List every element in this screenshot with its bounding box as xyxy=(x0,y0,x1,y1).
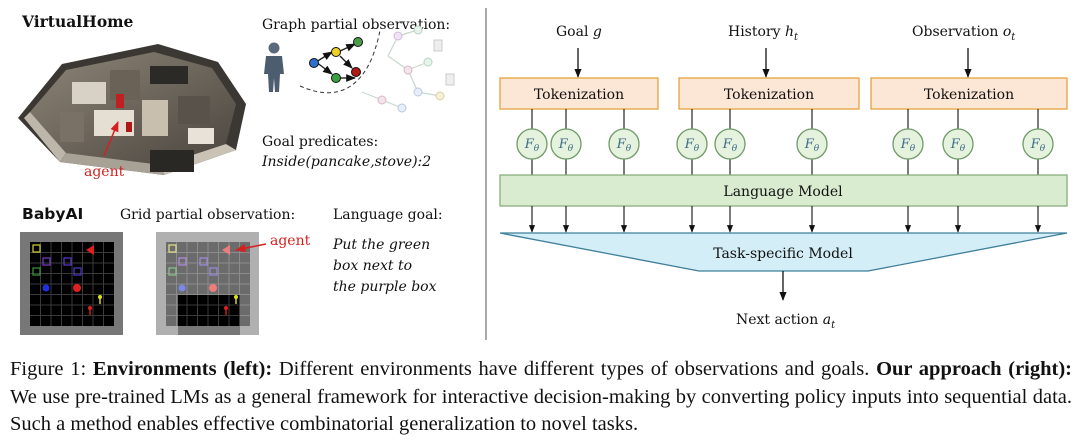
tokenization-box xyxy=(499,77,659,110)
agent-label: agent xyxy=(84,164,125,180)
caption-fig-label: Figure 1: xyxy=(10,358,87,380)
next-action-label: Next action at xyxy=(736,312,836,331)
svg-text:Fθ: Fθ xyxy=(900,137,916,154)
svg-text:Fθ: Fθ xyxy=(1030,137,1046,154)
language-goal-label: Language goal: xyxy=(333,207,443,223)
input-labels: Goal g History ht Observation ot xyxy=(556,24,1016,43)
f-theta-node: Fθ xyxy=(892,128,924,160)
graph-obs-label: Graph partial observation: xyxy=(262,17,450,33)
grid-agent-pointer xyxy=(234,243,267,253)
f-theta-node: Fθ xyxy=(676,128,708,160)
language-goal-line: Put the green xyxy=(332,237,430,253)
svg-text:Fθ: Fθ xyxy=(950,137,966,154)
f-theta-nodes: Fθ Fθ Fθ Fθ Fθ Fθ Fθ Fθ xyxy=(516,128,1054,160)
language-model-label: Language Model xyxy=(723,184,843,200)
tokenization-label: Tokenization xyxy=(534,87,624,103)
svg-text:Fθ: Fθ xyxy=(684,137,700,154)
goal-input-label: Goal g xyxy=(556,24,602,40)
token-connectors xyxy=(531,109,1039,175)
figure-caption: Figure 1: Environments (left): Different… xyxy=(10,356,1072,439)
f-theta-node: Fθ xyxy=(714,128,746,160)
babyai-grid-full xyxy=(20,232,123,335)
caption-envs-text: Different environments have different ty… xyxy=(278,358,870,380)
svg-text:Fθ: Fθ xyxy=(558,137,574,154)
f-theta-node: Fθ xyxy=(796,128,828,160)
scene-graph xyxy=(299,25,455,113)
svg-text:Fθ: Fθ xyxy=(804,137,820,154)
virtualhome-title: VirtualHome xyxy=(21,12,134,31)
svg-text:Fθ: Fθ xyxy=(524,137,540,154)
svg-text:Fθ: Fθ xyxy=(722,137,738,154)
tokenization-box xyxy=(678,77,860,110)
caption-approach-text: We use pre-trained LMs as a general fram… xyxy=(10,385,1072,436)
f-theta-node: Fθ xyxy=(1022,128,1054,160)
tokenization-label: Tokenization xyxy=(724,87,814,103)
f-theta-node: Fθ xyxy=(942,128,974,160)
grid-agent-label: agent xyxy=(270,233,311,249)
grid-obs-label: Grid partial observation: xyxy=(120,207,295,223)
f-theta-node: Fθ xyxy=(516,128,548,160)
caption-envs-bold: Environments (left): xyxy=(92,358,273,380)
language-goal-line: the purple box xyxy=(333,279,437,295)
person-icon xyxy=(264,42,284,92)
lm-output-arrows xyxy=(528,206,1042,233)
task-specific-model-box xyxy=(499,232,1068,272)
tokenization-box xyxy=(870,77,1068,110)
language-goal-text: Put the green box next to the purple box xyxy=(332,237,437,295)
history-input-label: History ht xyxy=(728,24,799,43)
virtualhome-render xyxy=(18,44,246,175)
task-specific-model-label: Task-specific Model xyxy=(713,246,853,262)
svg-text:Fθ: Fθ xyxy=(616,137,632,154)
observation-input-label: Observation ot xyxy=(912,24,1016,43)
language-goal-line: box next to xyxy=(333,258,412,274)
language-model-box xyxy=(499,174,1068,207)
goal-predicates-value: Inside(pancake,stove):2 xyxy=(261,154,431,170)
tokenization-label: Tokenization xyxy=(924,87,1014,103)
agent-pointer xyxy=(103,121,119,157)
babyai-title: BabyAI xyxy=(22,205,83,223)
tokenization-boxes: Tokenization Tokenization Tokenization xyxy=(499,77,1068,110)
caption-approach-bold: Our approach (right): xyxy=(876,358,1073,380)
f-theta-node: Fθ xyxy=(550,128,582,160)
f-theta-node: Fθ xyxy=(608,128,640,160)
figure-svg: VirtualHome agent Graph partial observat… xyxy=(18,8,1068,340)
goal-predicates-label: Goal predicates: xyxy=(262,134,378,150)
babyai-grid-partial xyxy=(156,232,259,335)
